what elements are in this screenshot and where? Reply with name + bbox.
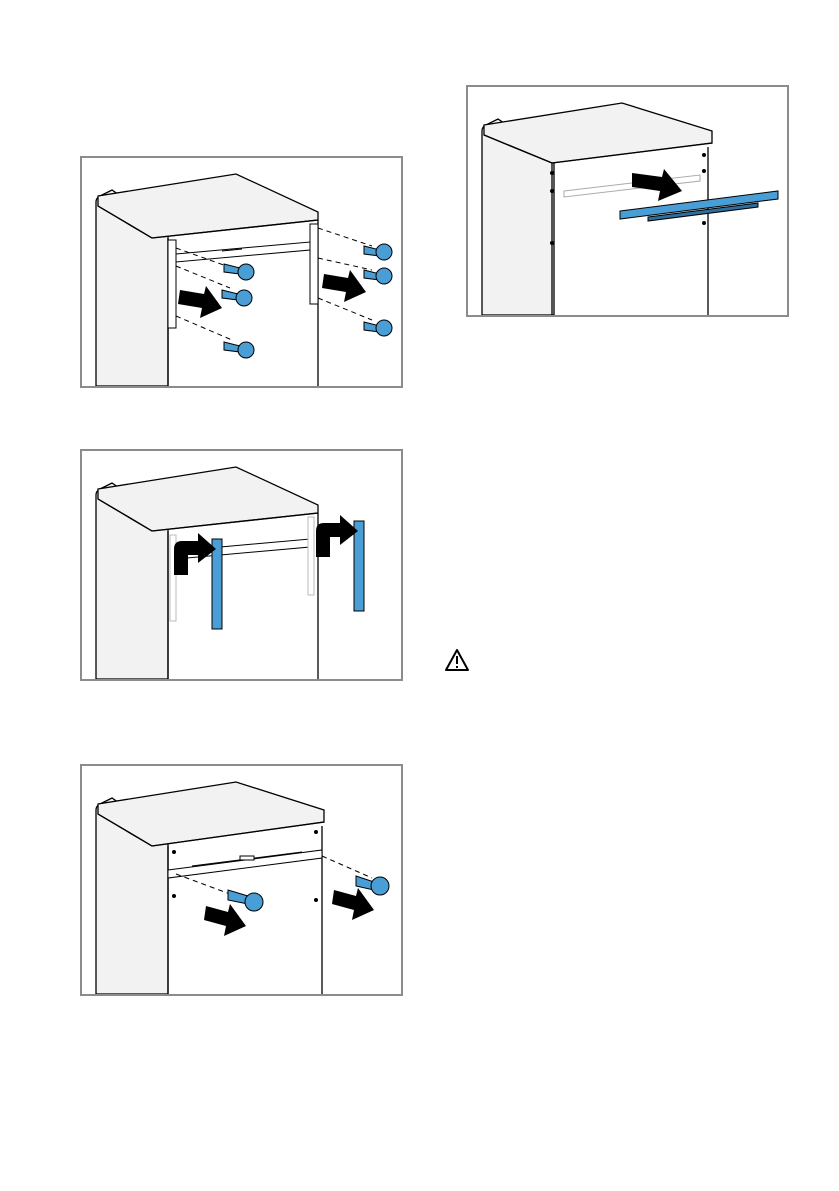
appliance-illustration — [82, 451, 401, 679]
screw-icon — [364, 244, 392, 260]
screw-icon — [364, 320, 392, 336]
bracket-left — [168, 240, 176, 328]
figure-remove-cross-rail — [466, 85, 789, 317]
cross-rail — [176, 242, 310, 262]
figure-remove-front-screws — [80, 764, 403, 996]
bracket-right — [310, 224, 318, 304]
appliance-illustration — [82, 766, 401, 994]
appliance-illustration — [82, 158, 401, 386]
rail-icon — [620, 191, 778, 221]
arrow-out-right — [332, 888, 374, 920]
screw-icon — [224, 342, 254, 358]
screw-icon — [228, 890, 263, 911]
arrow-out-left — [178, 286, 222, 318]
figure-remove-side-brackets — [80, 449, 403, 681]
screw-icon — [224, 264, 254, 280]
arrow-pull-out — [632, 169, 682, 201]
arrow-bent-right — [316, 515, 358, 557]
arrow-out-right — [322, 270, 366, 302]
screw-icon — [364, 268, 392, 284]
appliance-illustration — [468, 87, 787, 315]
screw-icon — [222, 290, 252, 306]
arrow-out-left — [204, 904, 246, 936]
warning-triangle-icon — [444, 648, 470, 672]
figure-remove-side-screws — [80, 156, 403, 388]
bracket-icon — [354, 521, 364, 611]
bracket-icon — [212, 539, 222, 629]
